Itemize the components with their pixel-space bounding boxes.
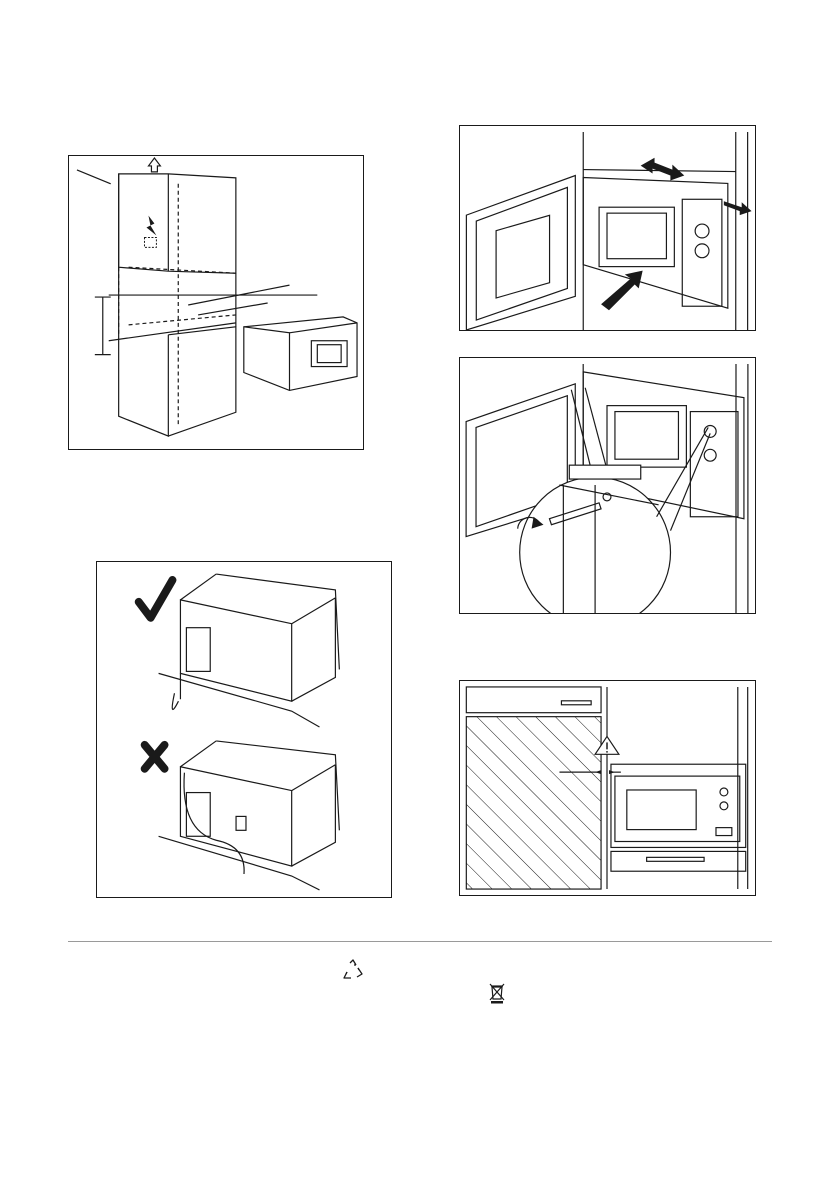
- clearance-drawing: [460, 681, 755, 895]
- figure-screw-fixing: [459, 357, 756, 614]
- figure-clearance: [459, 680, 756, 896]
- cabinet-dimensions-drawing: [69, 156, 363, 449]
- figure-cabinet-dimensions: [68, 155, 364, 450]
- figure-cable-routing: [96, 561, 392, 898]
- weee-bin-icon: [488, 982, 506, 1004]
- recycle-icon: [341, 958, 365, 982]
- screw-fixing-drawing: [460, 358, 755, 613]
- figure-door-open-insert: [459, 125, 756, 331]
- checkmark-icon: [139, 580, 173, 618]
- cross-icon: [145, 745, 165, 769]
- cable-routing-drawing: [97, 562, 391, 897]
- section-divider: [68, 941, 772, 942]
- door-open-drawing: [460, 126, 755, 330]
